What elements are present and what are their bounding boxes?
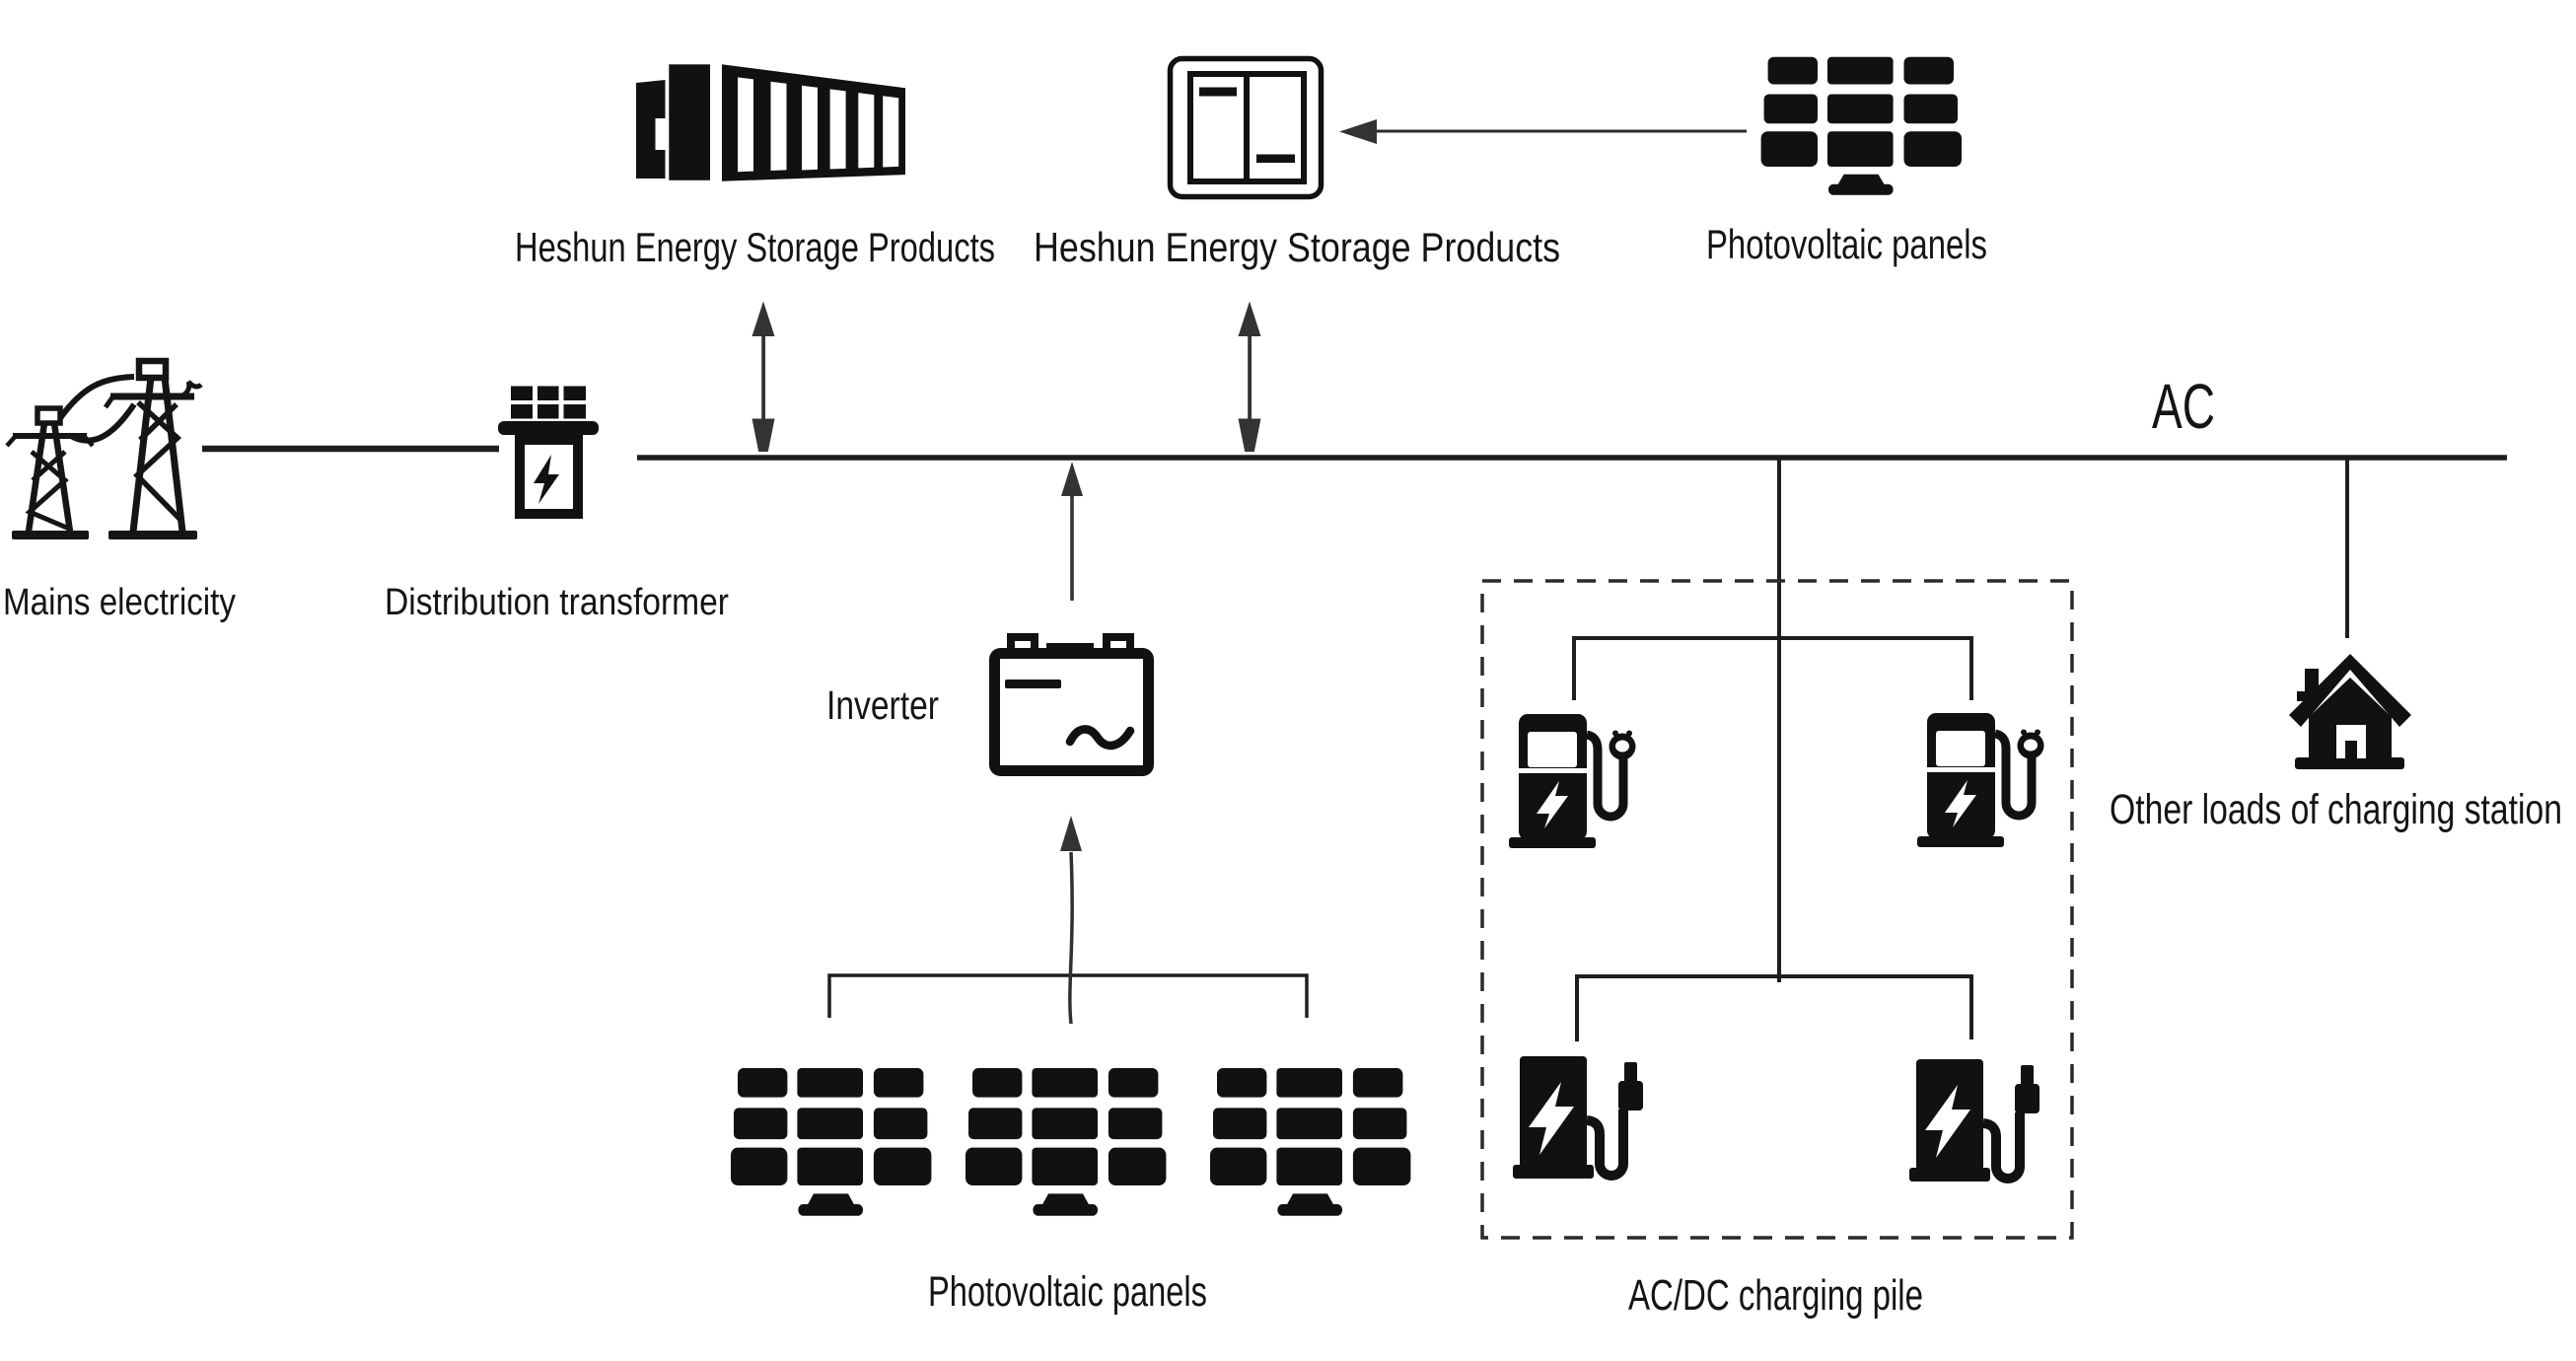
svg-text:Photovoltaic panels: Photovoltaic panels [928,1268,1207,1316]
svg-text:Heshun Energy Storage Products: Heshun Energy Storage Products [1034,224,1560,270]
svg-text:Heshun Energy Storage Products: Heshun Energy Storage Products [515,224,995,270]
svg-text:Inverter: Inverter [826,682,939,728]
svg-text:Mains electricity: Mains electricity [3,582,236,623]
svg-text:Other loads of charging statio: Other loads of charging station [2110,786,2562,833]
svg-text:Photovoltaic panels: Photovoltaic panels [1706,221,1987,267]
svg-text:AC/DC charging pile: AC/DC charging pile [1628,1271,1923,1320]
svg-text:Distribution transformer: Distribution transformer [385,582,729,623]
svg-text:AC: AC [2152,371,2215,442]
